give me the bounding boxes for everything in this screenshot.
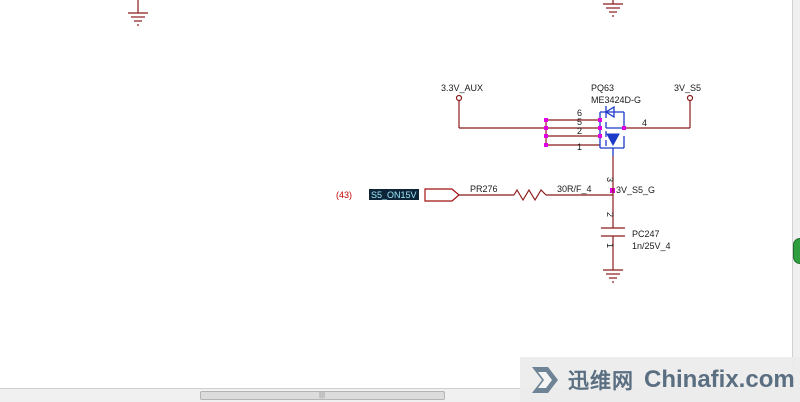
- ground-symbol-top-right: [603, 0, 623, 17]
- page-ref-marker: (43): [336, 190, 352, 200]
- mosfet-part: ME3424D-G: [591, 95, 641, 105]
- chinafix-logo-icon: [532, 366, 558, 393]
- input-connector: (43) S5_ON15V: [336, 188, 514, 202]
- mosfet-pin-6: 6: [577, 108, 582, 118]
- mosfet-pin-2: 2: [577, 126, 582, 136]
- watermark-en-text: Chinafix.com: [644, 365, 795, 393]
- side-panel-toggle-button[interactable]: [793, 238, 800, 264]
- scrollbar-grip: |||: [319, 392, 326, 399]
- watermark-cn-text: 迅维网: [568, 368, 634, 393]
- net-3v-s5-g: 3 3V_S5_G: [605, 156, 655, 228]
- horizontal-scrollbar-thumb[interactable]: |||: [200, 391, 445, 400]
- cap-pin-2: 2: [605, 212, 615, 217]
- net-3v3-aux: 3.3V_AUX: [441, 83, 546, 129]
- mosfet-pin-5: 5: [577, 117, 582, 127]
- mosfet-pin-1: 1: [577, 142, 582, 152]
- resistor-ref: PR276: [470, 184, 498, 194]
- mosfet-ref: PQ63: [591, 83, 614, 93]
- input-net-label: S5_ON15V: [371, 190, 417, 200]
- mosfet-pq63: PQ63 ME3424D-G 6 5 2 1 4: [545, 83, 647, 156]
- net-label-3v3-aux: 3.3V_AUX: [441, 83, 483, 93]
- net-3v-s5: 3V_S5: [624, 83, 701, 129]
- gate-pin-3: 3: [605, 177, 615, 182]
- schematic-canvas: 3.3V_AUX 3V_S5 PQ63 ME3424D-G 6 5 2 1: [128, 0, 702, 283]
- net-label-3v-s5-g: 3V_S5_G: [616, 185, 655, 195]
- capacitor-pc247: 2 1 PC247 1n/25V_4: [601, 212, 671, 270]
- cap-value: 1n/25V_4: [632, 241, 671, 251]
- mosfet-pin-4: 4: [642, 118, 647, 128]
- resistor-pr276: PR276 30R/F_4: [470, 184, 613, 202]
- net-label-3v-s5: 3V_S5: [674, 83, 701, 93]
- vertical-scrollbar[interactable]: [792, 0, 800, 388]
- cap-ref: PC247: [632, 229, 660, 239]
- ground-symbol-cap: [603, 269, 623, 283]
- ground-symbol-top-left: [128, 0, 148, 26]
- resistor-value: 30R/F_4: [557, 184, 592, 194]
- cap-pin-1: 1: [605, 243, 615, 248]
- watermark: 迅维网 Chinafix.com: [520, 357, 800, 402]
